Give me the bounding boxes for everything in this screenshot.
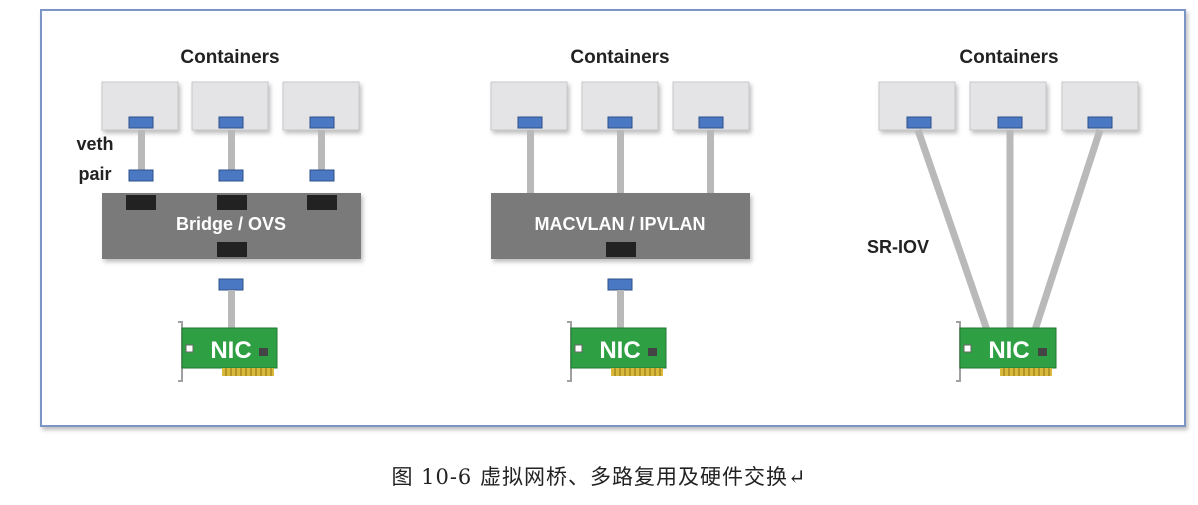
vf-link <box>914 128 992 335</box>
sub-interface-link <box>707 130 714 193</box>
nic-label: NIC <box>988 337 1029 364</box>
container-port <box>218 116 244 129</box>
nic-port <box>218 278 244 291</box>
switch-label: Bridge / OVS <box>176 214 286 234</box>
veth-label: veth <box>76 134 113 154</box>
nic-card: NIC <box>178 321 278 382</box>
veth-link <box>318 130 325 170</box>
container-port <box>607 116 633 129</box>
nic-card: NIC <box>956 321 1057 382</box>
switch-port <box>126 195 156 210</box>
containers-label: Containers <box>570 47 669 68</box>
panel-sriov: Containers SR-IOV NIC <box>867 47 1139 382</box>
uplink-link <box>617 290 624 330</box>
sub-interface-link <box>527 130 534 193</box>
switch-uplink-port <box>217 242 247 257</box>
panel-bridge: Containers veth pair Bridge / OVS <box>76 47 361 382</box>
container-port <box>906 116 932 129</box>
figure-caption: 图 10-6 虚拟网桥、多路复用及硬件交换↵ <box>391 465 807 489</box>
switch-label: MACVLAN / IPVLAN <box>535 214 706 234</box>
switch-uplink-port <box>606 242 636 257</box>
container-port <box>309 116 335 129</box>
nic-port <box>607 278 633 291</box>
nic-label: NIC <box>210 337 251 364</box>
switch-port <box>217 195 247 210</box>
container-port <box>1087 116 1113 129</box>
switch-port <box>307 195 337 210</box>
container-port <box>128 116 154 129</box>
container-port <box>517 116 543 129</box>
sriov-label: SR-IOV <box>867 237 929 257</box>
nic-card: NIC <box>567 321 667 382</box>
veth-port <box>309 169 335 182</box>
veth-link <box>138 130 145 170</box>
uplink-link <box>228 290 235 330</box>
containers-label: Containers <box>180 47 279 68</box>
container-box <box>191 81 269 131</box>
container-port <box>997 116 1023 129</box>
pair-label: pair <box>78 164 111 184</box>
veth-port <box>218 169 244 182</box>
sub-interface-link <box>617 130 624 193</box>
veth-link <box>228 130 235 170</box>
container-port <box>698 116 724 129</box>
nic-label: NIC <box>599 337 640 364</box>
veth-port <box>128 169 154 182</box>
panel-macvlan: Containers MACVLAN / IPVLAN <box>490 47 750 382</box>
containers-label: Containers <box>959 47 1058 68</box>
vf-link <box>1030 128 1104 335</box>
